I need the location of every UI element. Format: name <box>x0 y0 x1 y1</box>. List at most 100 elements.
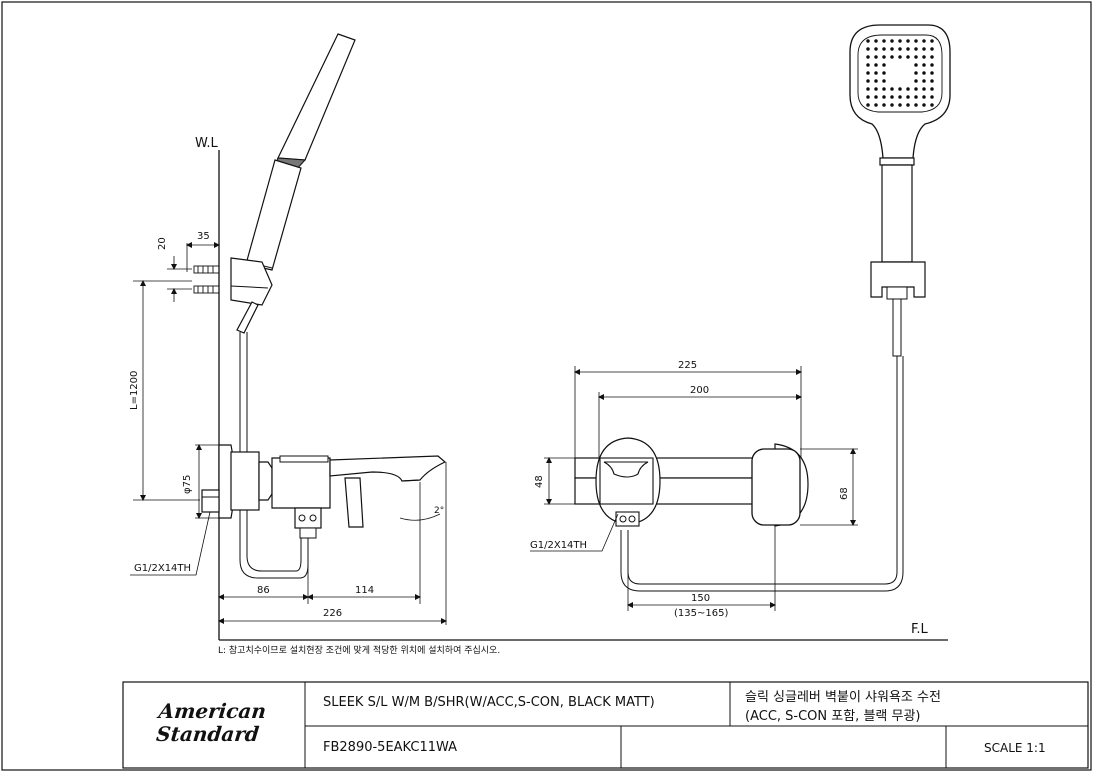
nozzle-dot <box>930 71 934 75</box>
dim-range: (135~165) <box>674 608 729 619</box>
nozzle-dot <box>922 103 926 107</box>
front-view <box>574 24 951 592</box>
nozzle-dot <box>866 47 870 51</box>
brand-logo: American Standard <box>154 699 272 756</box>
side-handshower-head <box>277 33 356 161</box>
side-view <box>193 33 948 641</box>
nozzle-dot <box>866 79 870 83</box>
nozzle-dot <box>930 79 934 83</box>
nozzle-dot <box>874 87 878 91</box>
nozzle-dot <box>930 87 934 91</box>
front-hose <box>627 356 898 585</box>
front-holder <box>870 261 926 298</box>
nozzle-dot <box>914 103 918 107</box>
front-thread-label: G1/2X14TH <box>530 540 588 551</box>
nozzle-dot <box>914 55 918 59</box>
dim-48: 48 <box>534 475 545 488</box>
nozzle-dot <box>866 71 870 75</box>
front-dimensions <box>530 366 858 611</box>
front-lever <box>603 461 649 478</box>
nozzle-dot <box>930 39 934 43</box>
side-dimensions <box>130 242 447 625</box>
nozzle-dot <box>922 39 926 43</box>
nozzle-dot <box>914 95 918 99</box>
nozzle-dot <box>906 95 910 99</box>
spray-nozzles <box>866 39 934 107</box>
nozzle-dot <box>874 103 878 107</box>
nozzle-dot <box>874 63 878 67</box>
nozzle-dot <box>914 79 918 83</box>
nozzle-dot <box>874 55 878 59</box>
side-holder <box>230 257 273 306</box>
nozzle-dot <box>930 103 934 107</box>
nozzle-dot <box>890 87 894 91</box>
nozzle-dot <box>874 47 878 51</box>
nozzle-dot <box>898 87 902 91</box>
nozzle-dot <box>930 47 934 51</box>
nozzle-dot <box>882 103 886 107</box>
dim-angle: 2° <box>434 506 445 516</box>
nozzle-dot <box>930 63 934 67</box>
logo-line-2: Standard <box>155 722 261 746</box>
nozzle-dot <box>914 47 918 51</box>
nozzle-dot <box>930 55 934 59</box>
dim-226: 226 <box>323 608 343 619</box>
nozzle-dot <box>882 71 886 75</box>
nozzle-dot <box>914 63 918 67</box>
product-name-en: SLEEK S/L W/M B/SHR(W/ACC,S-CON, BLACK M… <box>323 695 655 710</box>
model-number: FB2890-5EAKC11WA <box>323 740 458 755</box>
nozzle-dot <box>906 103 910 107</box>
nozzle-dot <box>914 39 918 43</box>
side-spout <box>344 477 364 528</box>
nozzle-dot <box>866 95 870 99</box>
product-name-ko-1: 슬릭 싱글레버 벽붙이 샤워욕조 수전 <box>745 690 941 705</box>
logo-line-1: American <box>157 699 268 723</box>
nozzle-dot <box>922 71 926 75</box>
nozzle-dot <box>922 63 926 67</box>
dim-68: 68 <box>839 487 850 500</box>
nozzle-dot <box>882 55 886 59</box>
nozzle-dot <box>866 63 870 67</box>
dim-35: 35 <box>197 231 210 242</box>
water-level-label: W.L <box>195 136 218 151</box>
nozzle-dot <box>930 95 934 99</box>
nozzle-dot <box>866 103 870 107</box>
side-body <box>271 457 331 509</box>
nozzle-dot <box>922 95 926 99</box>
dim-114: 114 <box>355 585 375 596</box>
front-diverter <box>751 448 801 526</box>
side-nut <box>230 451 260 511</box>
dim-20: 20 <box>157 237 168 250</box>
dim-225: 225 <box>678 360 698 371</box>
nozzle-dot <box>866 87 870 91</box>
nozzle-dot <box>882 47 886 51</box>
nozzle-dot <box>866 39 870 43</box>
nozzle-dot <box>890 95 894 99</box>
nozzle-dot <box>882 39 886 43</box>
nozzle-dot <box>898 39 902 43</box>
nozzle-dot <box>898 95 902 99</box>
nozzle-dot <box>882 87 886 91</box>
nozzle-dot <box>882 63 886 67</box>
dim-200: 200 <box>690 385 710 396</box>
side-thread-label: G1/2X14TH <box>134 563 192 574</box>
side-lever <box>329 455 447 482</box>
front-handshower-handle <box>881 164 913 263</box>
nozzle-dot <box>922 47 926 51</box>
dim-diameter: φ75 <box>182 474 193 494</box>
nozzle-dot <box>890 39 894 43</box>
nozzle-dot <box>890 55 894 59</box>
nozzle-dot <box>922 87 926 91</box>
nozzle-dot <box>898 55 902 59</box>
nozzle-dot <box>914 87 918 91</box>
holder-screws <box>193 265 220 294</box>
nozzle-dot <box>866 55 870 59</box>
nozzle-dot <box>914 71 918 75</box>
nozzle-dot <box>906 87 910 91</box>
front-handshower-head <box>849 24 951 159</box>
nozzle-dot <box>874 71 878 75</box>
scale-label: SCALE 1:1 <box>984 741 1046 755</box>
nozzle-dot <box>874 95 878 99</box>
